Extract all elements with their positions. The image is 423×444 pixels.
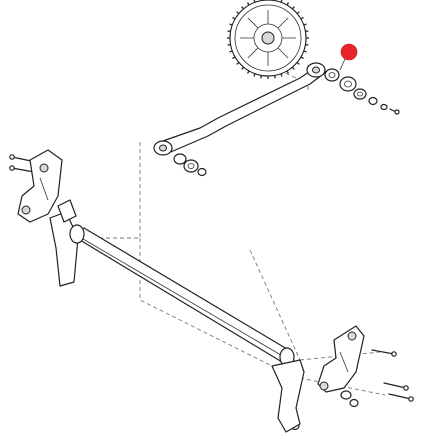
- front-axle-bar: [69, 224, 295, 367]
- washer-set-upper: [324, 68, 400, 115]
- right-spindle-bracket: [271, 325, 365, 433]
- sprocket-gear-icon: [227, 0, 309, 79]
- drag-link-rod: [153, 62, 327, 156]
- highlight-marker: [340, 43, 358, 61]
- assembly-guide-lines: [39, 54, 386, 396]
- bolt-fasteners: [9, 154, 414, 431]
- washer-set-lower: [173, 153, 207, 177]
